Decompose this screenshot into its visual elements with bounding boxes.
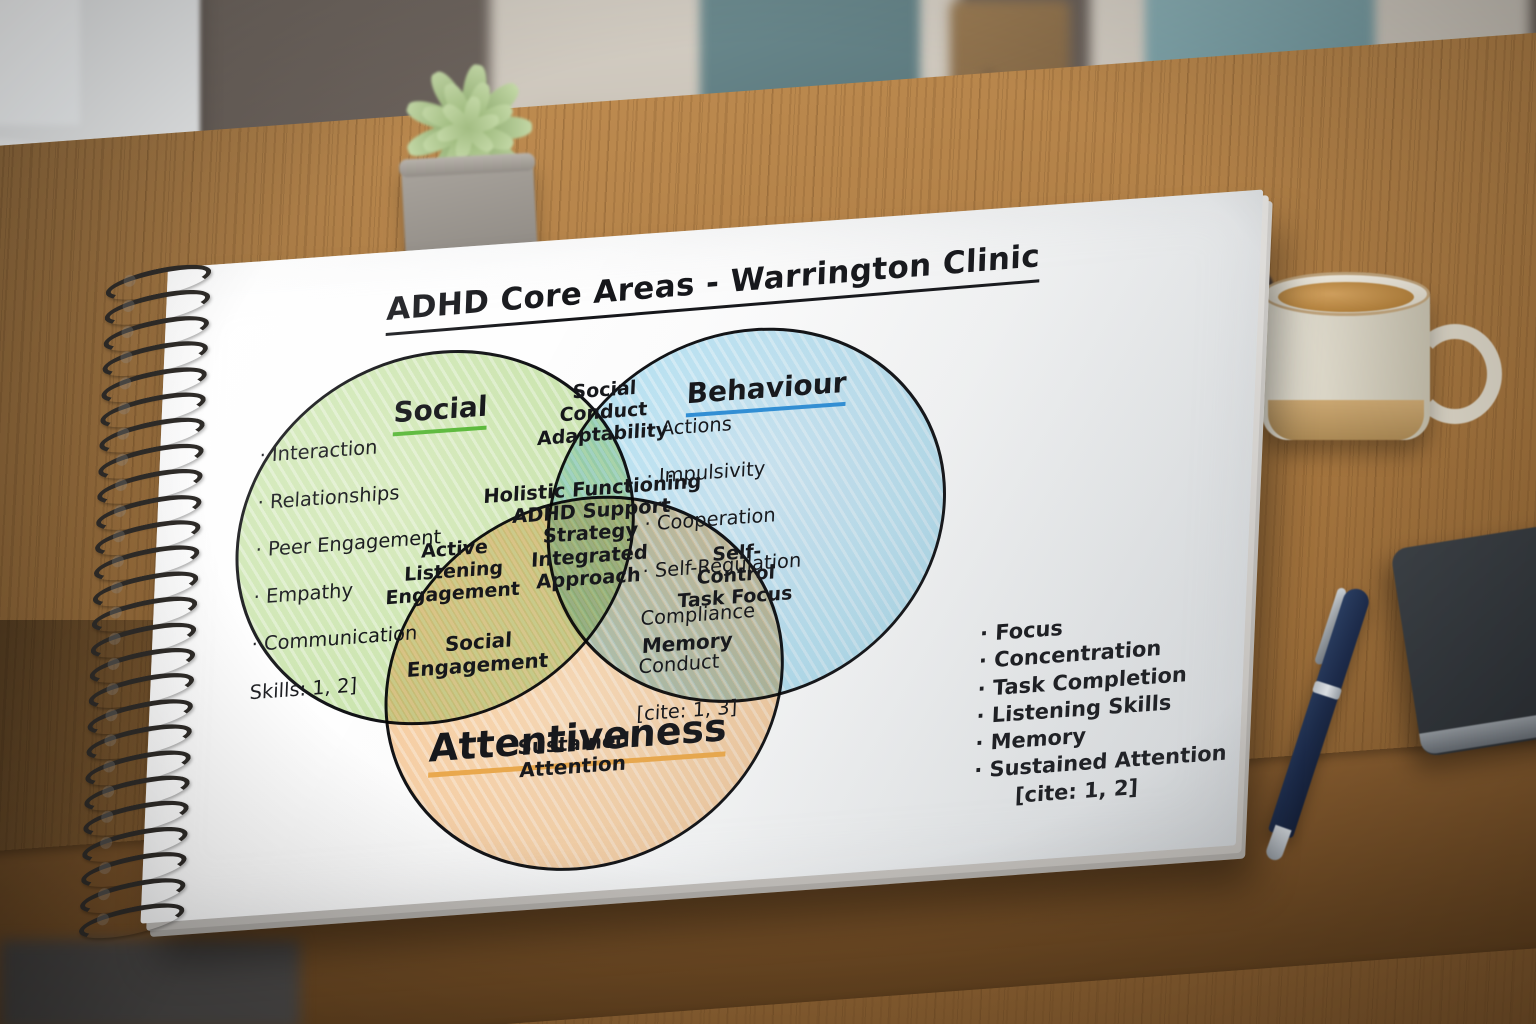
overlap-center: Holistic Functioning ADHD Support Strate… <box>482 469 702 594</box>
floor <box>0 940 300 1024</box>
spiral-notebook: ADHD Core Areas - Warrington Clinic Soci… <box>77 189 1275 946</box>
venn-diagram: ADHD Core Areas - Warrington Clinic Soci… <box>141 189 1264 923</box>
coffee-surface <box>1278 282 1414 312</box>
succulent-plant <box>385 62 555 194</box>
notebook-page: ADHD Core Areas - Warrington Clinic Soci… <box>140 189 1264 924</box>
venn-area: Social · Interaction · Relationships · P… <box>203 286 1227 904</box>
coffee-mug <box>1262 272 1502 442</box>
attentiveness-side-list: · Focus · Concentration · Task Completio… <box>973 615 1228 808</box>
window-glass <box>0 0 80 125</box>
